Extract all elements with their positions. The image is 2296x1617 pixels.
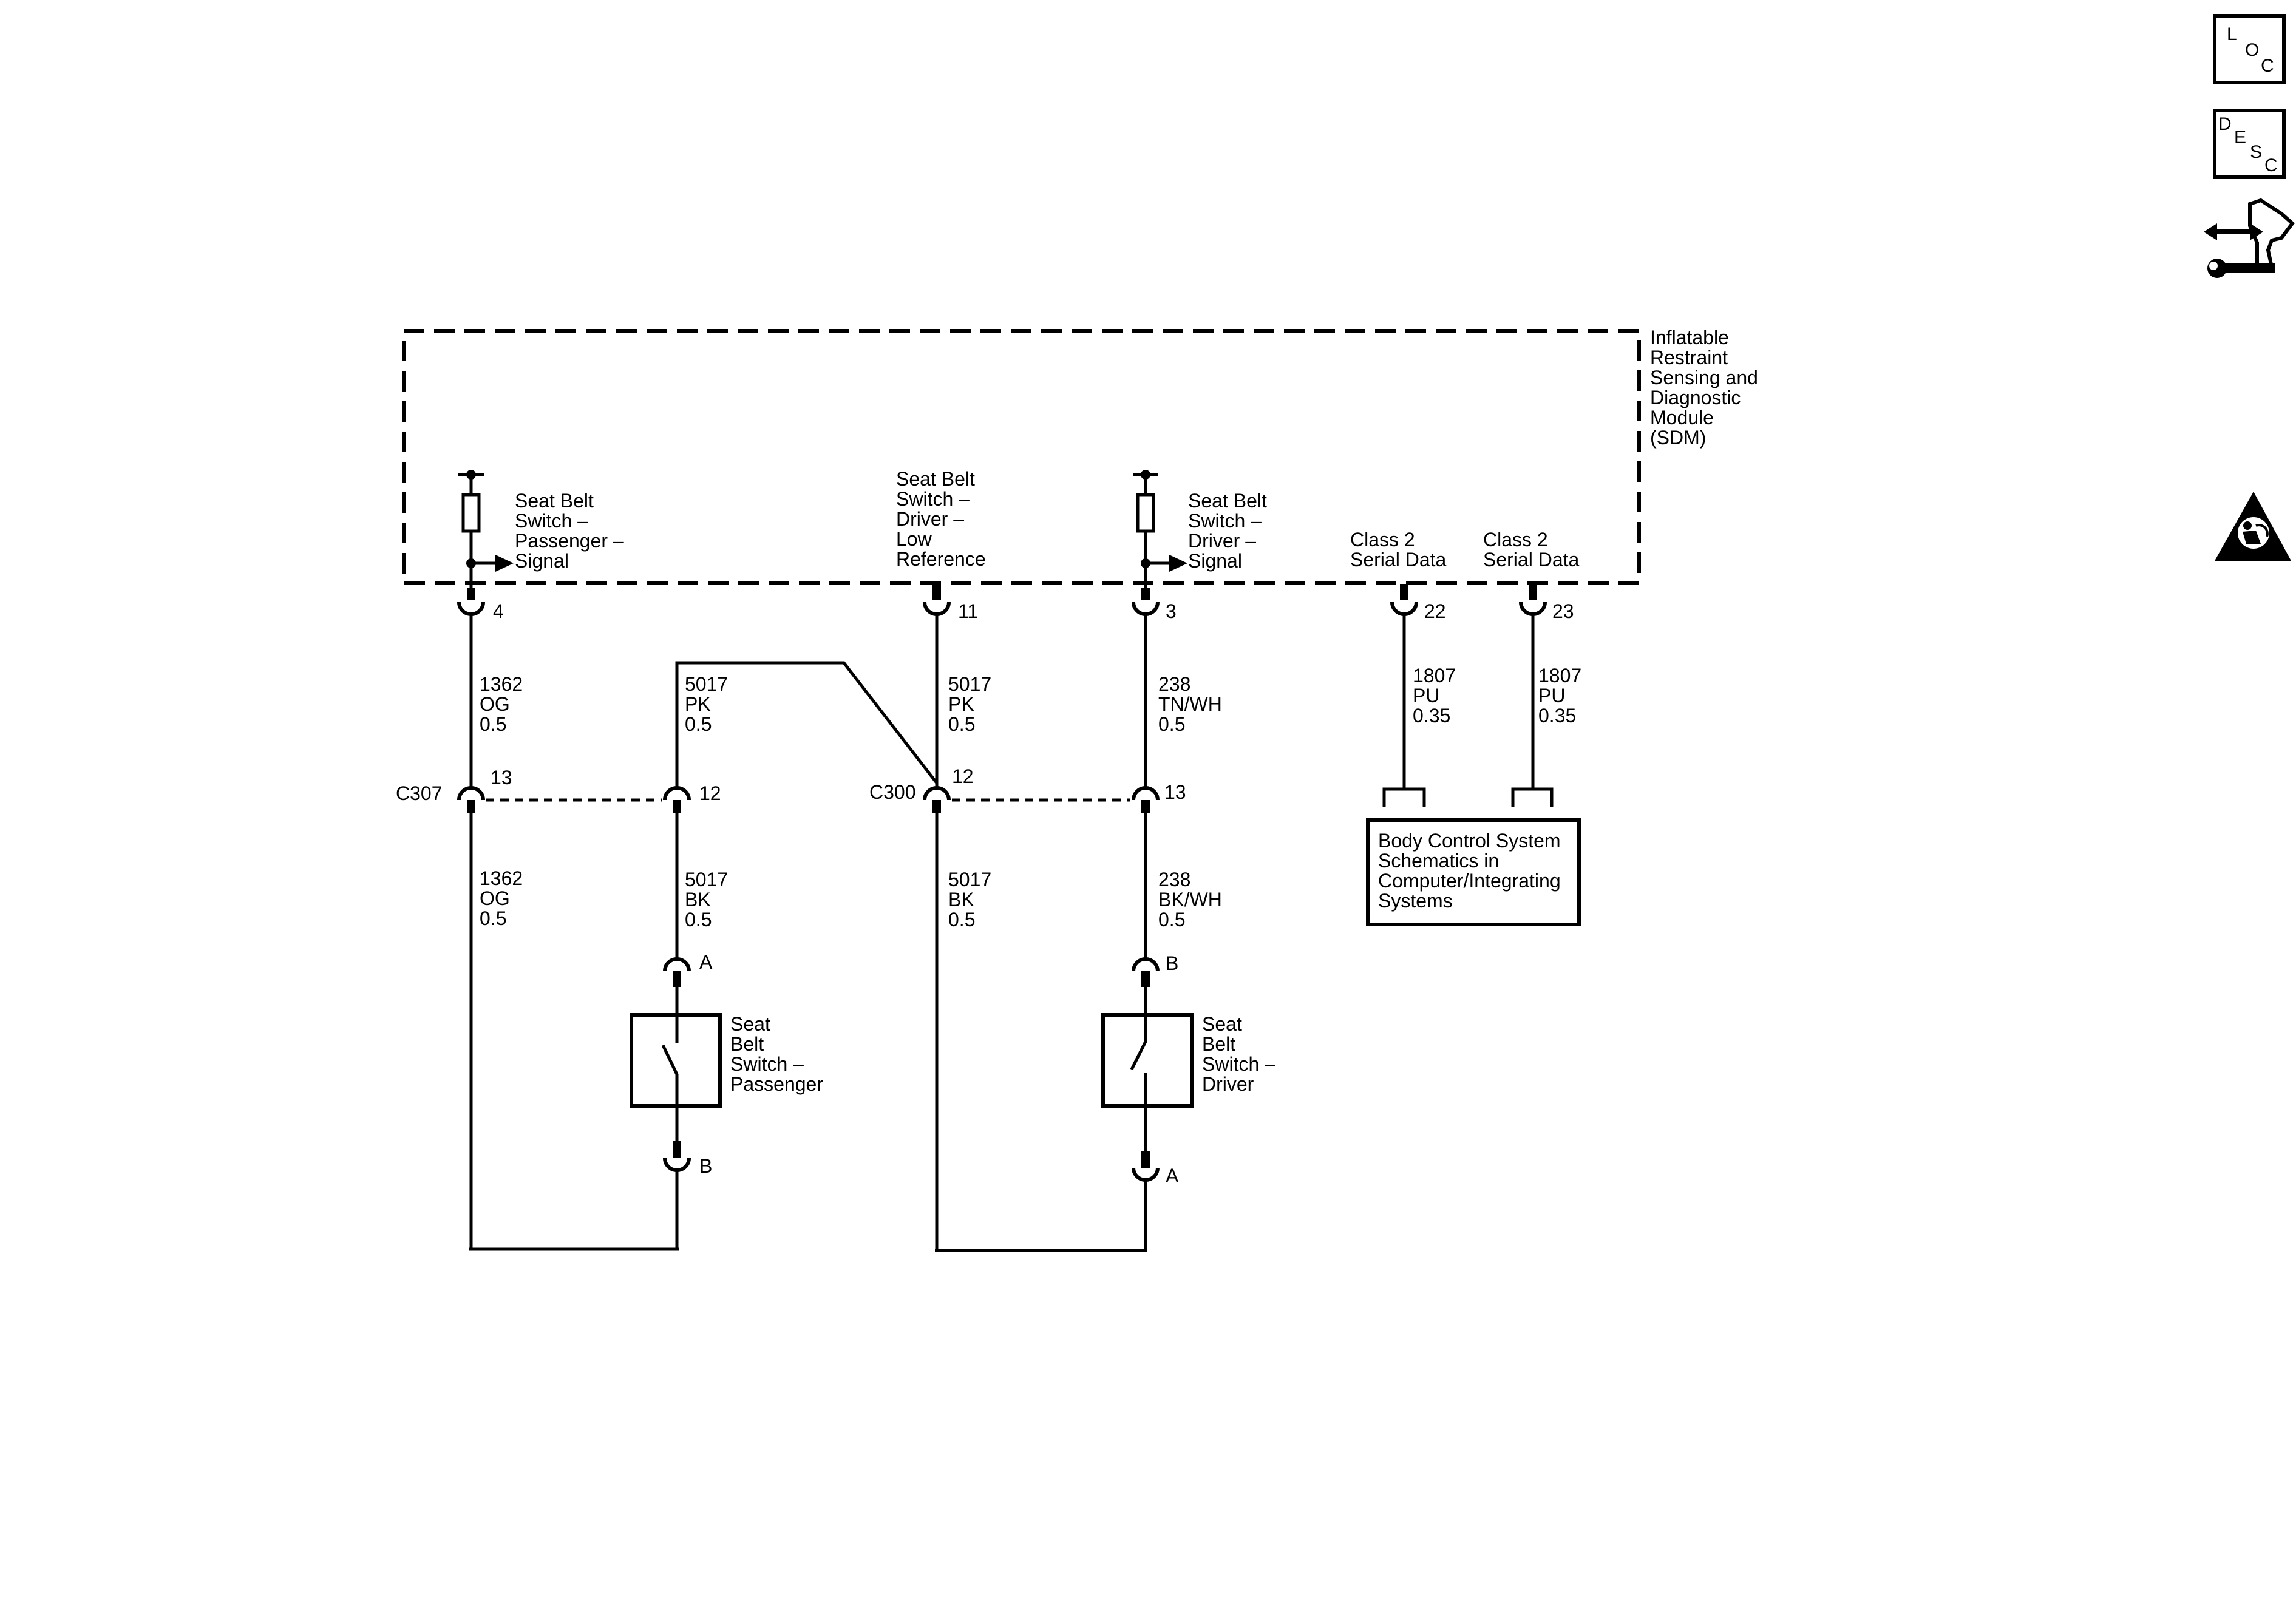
pin-socket [663,957,691,972]
sdm-name-line: Module [1650,407,1714,429]
wire-label: 1362 OG 0.5 [480,673,528,735]
wire-label: 5017 PK 0.5 [685,673,733,735]
connector-terminal [467,800,475,813]
pin-letter: B [1166,952,1178,974]
class2-serial-data-circuit-22: Class 2 Serial Data 22 1807 PU 0.35 [1350,529,1461,807]
pin-terminal [673,971,681,987]
sdm-module-outline [402,329,1641,585]
class2-label: Class 2 Serial Data [1483,529,1580,571]
pin-terminal [1529,584,1537,600]
svg-text:C: C [2261,56,2274,76]
driver-switch-pin-a: A [1132,1106,1179,1252]
pin-number: 23 [1552,600,1574,622]
sdm-name-line: Restraint [1650,347,1728,368]
pin-number: 3 [1166,600,1177,622]
sdm-module-name: Inflatable Restraint Sensing and Diagnos… [1650,327,1764,449]
pin-number: 13 [491,767,512,788]
wire-label: 1807 PU 0.35 [1538,665,1587,727]
svg-text:E: E [2234,127,2246,147]
connector-socket [663,786,691,801]
pin-terminal [467,588,475,600]
signal-arrow-icon [495,555,514,572]
pin-terminal [1141,588,1150,600]
connector-socket [457,786,485,801]
pin-terminal [1400,584,1408,600]
passenger-reference-circuit: 5017 PK 0.5 12 5017 BK 0.5 A [663,661,938,1015]
pin-socket [1519,602,1547,616]
wire-label: 238 BK/WH 0.5 [1158,869,1228,931]
pullup-resistor [1136,493,1155,533]
pin-number: 11 [958,600,978,622]
wire-label: 1807 PU 0.35 [1413,665,1461,727]
pin-terminal [1141,971,1150,987]
wire-label: 5017 PK 0.5 [948,673,997,735]
pin-terminal [932,584,941,600]
passenger-switch-pin-b: B [663,1106,712,1250]
pin-letter: B [699,1155,712,1177]
connector-socket [923,786,951,801]
connector-terminal [673,800,681,813]
body-control-reference-box: Body Control System Schematics in Comput… [1366,818,1581,926]
class2-serial-data-circuit-23: Class 2 Serial Data 23 1807 PU 0.35 [1483,529,1587,807]
signal-arrow-icon [1169,555,1187,572]
svg-text:S: S [2250,142,2262,162]
class2-label: Class 2 Serial Data [1350,529,1447,571]
reference-bracket [1511,787,1554,807]
sdm-name-line: (SDM) [1650,427,1706,449]
passenger-seat-belt-switch: Seat Belt Switch – Passenger [630,1013,823,1108]
driver-seat-belt-switch: Seat Belt Switch – Driver [1101,1013,1281,1108]
airbag-warning-icon[interactable] [2215,492,2291,561]
switch-contact [661,1044,679,1076]
driver-signal-circuit: Seat Belt Switch – Driver – Signal 3 238… [1132,470,1272,1015]
svg-text:D: D [2218,114,2232,134]
pin-number: 4 [493,600,504,622]
pin-socket [1132,957,1160,972]
component-label: Seat Belt Switch – Driver [1202,1013,1281,1095]
sdm-name-line: Sensing and [1650,367,1758,388]
connector-socket [1132,786,1160,801]
wire-label: 238 TN/WH 0.5 [1158,673,1228,735]
connector-terminal [932,800,941,813]
passenger-signal-circuit: Seat Belt Switch – Passenger – Signal 4 … [396,470,630,1250]
pin-socket [1132,602,1160,616]
reference-bracket [1382,787,1426,807]
pin-number: 22 [1424,600,1446,622]
wire-label: 1362 OG 0.5 [480,867,528,929]
pass-signal-label: Seat Belt Switch – Passenger – Signal [515,490,630,572]
pin-number: 13 [1164,781,1186,803]
pin-letter: A [699,951,713,973]
pin-socket [923,602,951,616]
pin-letter: A [1166,1165,1179,1187]
driver-signal-label: Seat Belt Switch – Driver – Signal [1188,490,1272,572]
connector-end-view-icon[interactable] [2204,198,2295,278]
pullup-resistor [461,493,481,533]
svg-text:L: L [2227,24,2237,44]
desc-icon[interactable]: D E S C [2213,109,2286,179]
loc-icon[interactable]: L O C [2213,14,2286,84]
connector-id: C307 [396,782,443,804]
wire-label: 5017 BK 0.5 [948,869,997,931]
pin-number: 12 [952,765,974,787]
svg-text:C: C [2264,155,2278,175]
sdm-name-line: Inflatable [1650,327,1729,348]
connector-terminal [1141,800,1150,813]
switch-contact [1130,1040,1147,1071]
driver-low-ref-label: Seat Belt Switch – Driver – Low Referenc… [896,468,986,570]
connector-id: C300 [869,781,916,803]
sdm-name-line: Diagnostic [1650,387,1741,408]
driver-low-reference-circuit: Seat Belt Switch – Driver – Low Referenc… [869,468,997,1252]
svg-text:O: O [2245,40,2259,60]
pin-socket [1390,602,1418,616]
component-label: Seat Belt Switch – Passenger [730,1013,823,1095]
wire-label: 5017 BK 0.5 [685,869,733,931]
pin-number: 12 [699,782,721,804]
pin-socket [457,602,485,616]
reference-text: Body Control System Schematics in Comput… [1378,830,1566,912]
